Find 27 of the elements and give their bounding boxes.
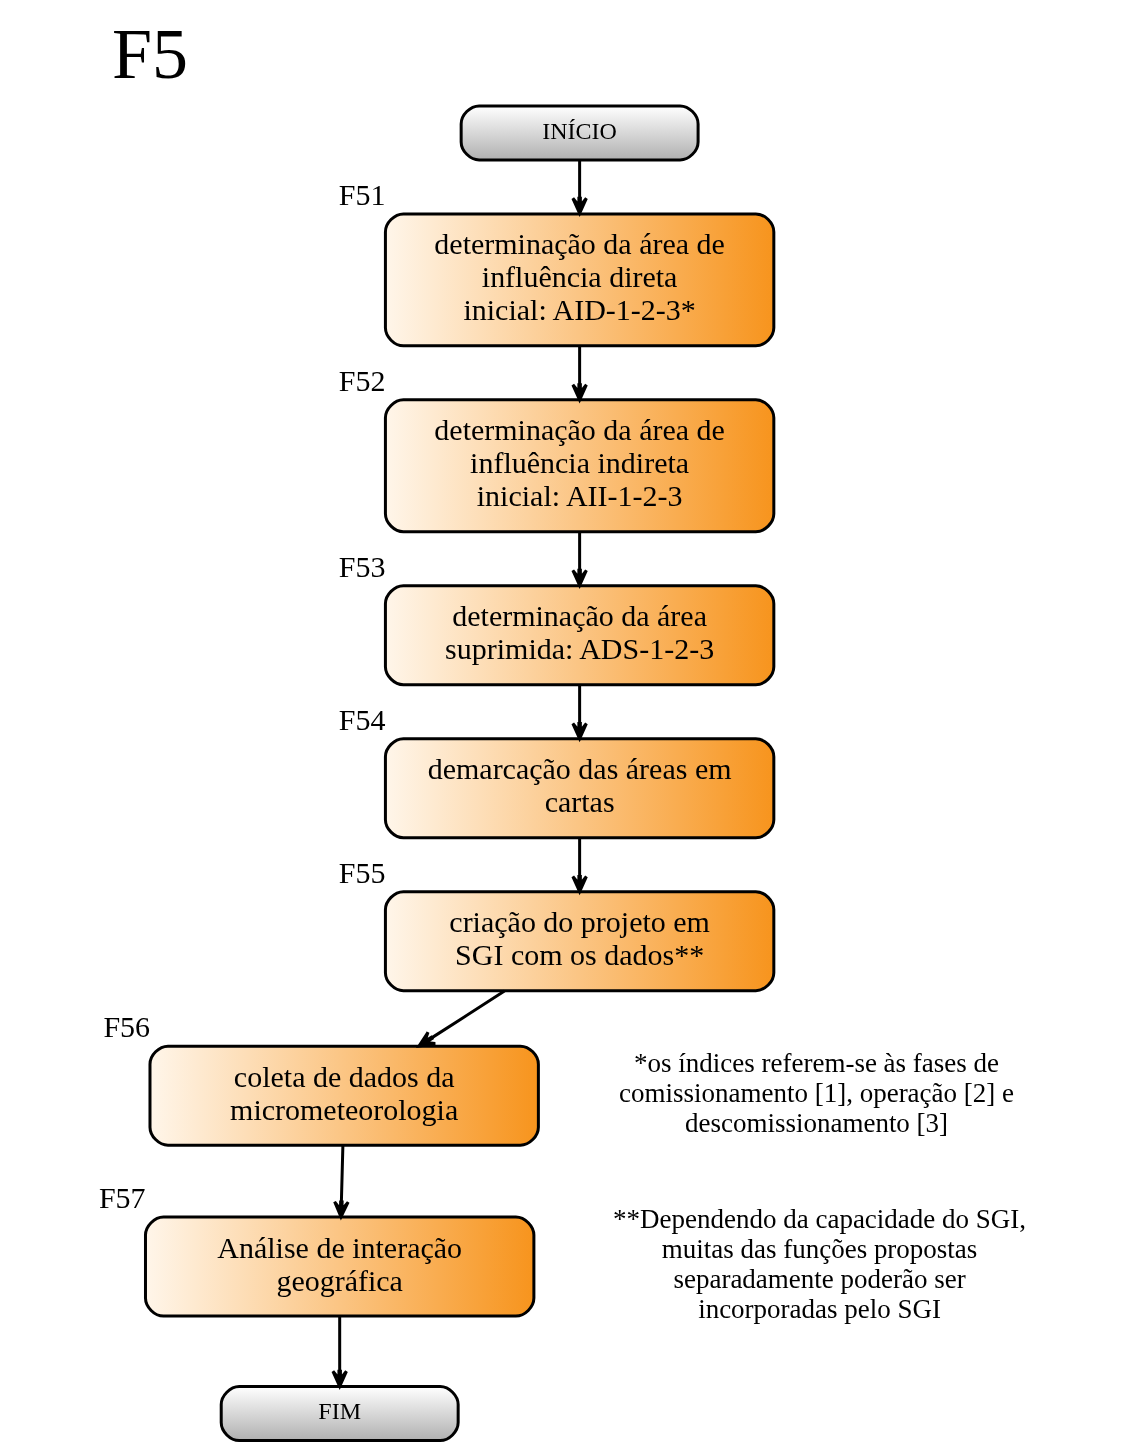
node-label: F53 [338, 549, 386, 583]
node-box: determinação da área de influência indireta inicial: AII-1-2-3 [383, 398, 776, 534]
node-box: FIM [219, 1385, 460, 1443]
node-box: determinação da área de influência direta inicial: AID-1-2-3* [383, 212, 776, 348]
node-label: F57 [98, 1181, 146, 1215]
arrow [331, 1316, 348, 1388]
node-box: INÍCIO [459, 104, 700, 162]
arrow [571, 838, 588, 893]
arrow [571, 345, 588, 402]
node-box: Análise de interação geográfica [144, 1215, 536, 1318]
node-box: determinação da área suprimida: ADS-1-2-3 [383, 584, 776, 687]
node-label: F56 [103, 1010, 151, 1044]
node-box: demarcação das áreas em cartas [383, 737, 776, 840]
node-label: F54 [338, 702, 386, 736]
label: *os índices referem-se às fases de comissionamento [1], operação [2] e descomissionamento [3] [619, 1048, 1014, 1139]
node-label: F52 [338, 363, 386, 397]
node-label: F51 [338, 177, 386, 211]
arrow [571, 532, 588, 587]
node-box: coleta de dados da micrometeorologia [148, 1044, 540, 1147]
arrow [571, 160, 588, 215]
arrow [333, 1145, 350, 1219]
arrow [417, 989, 506, 1048]
label: **Dependendo da capacidade do SGI, muitas das funções propostas separadamente poderão ser incorporadas pelo SGI [613, 1204, 1026, 1325]
arrow [571, 685, 588, 741]
node-label: F55 [338, 855, 386, 889]
node-box: criação do projeto em SGI com os dados** [383, 890, 776, 993]
diagram-title: F5 [111, 14, 188, 95]
